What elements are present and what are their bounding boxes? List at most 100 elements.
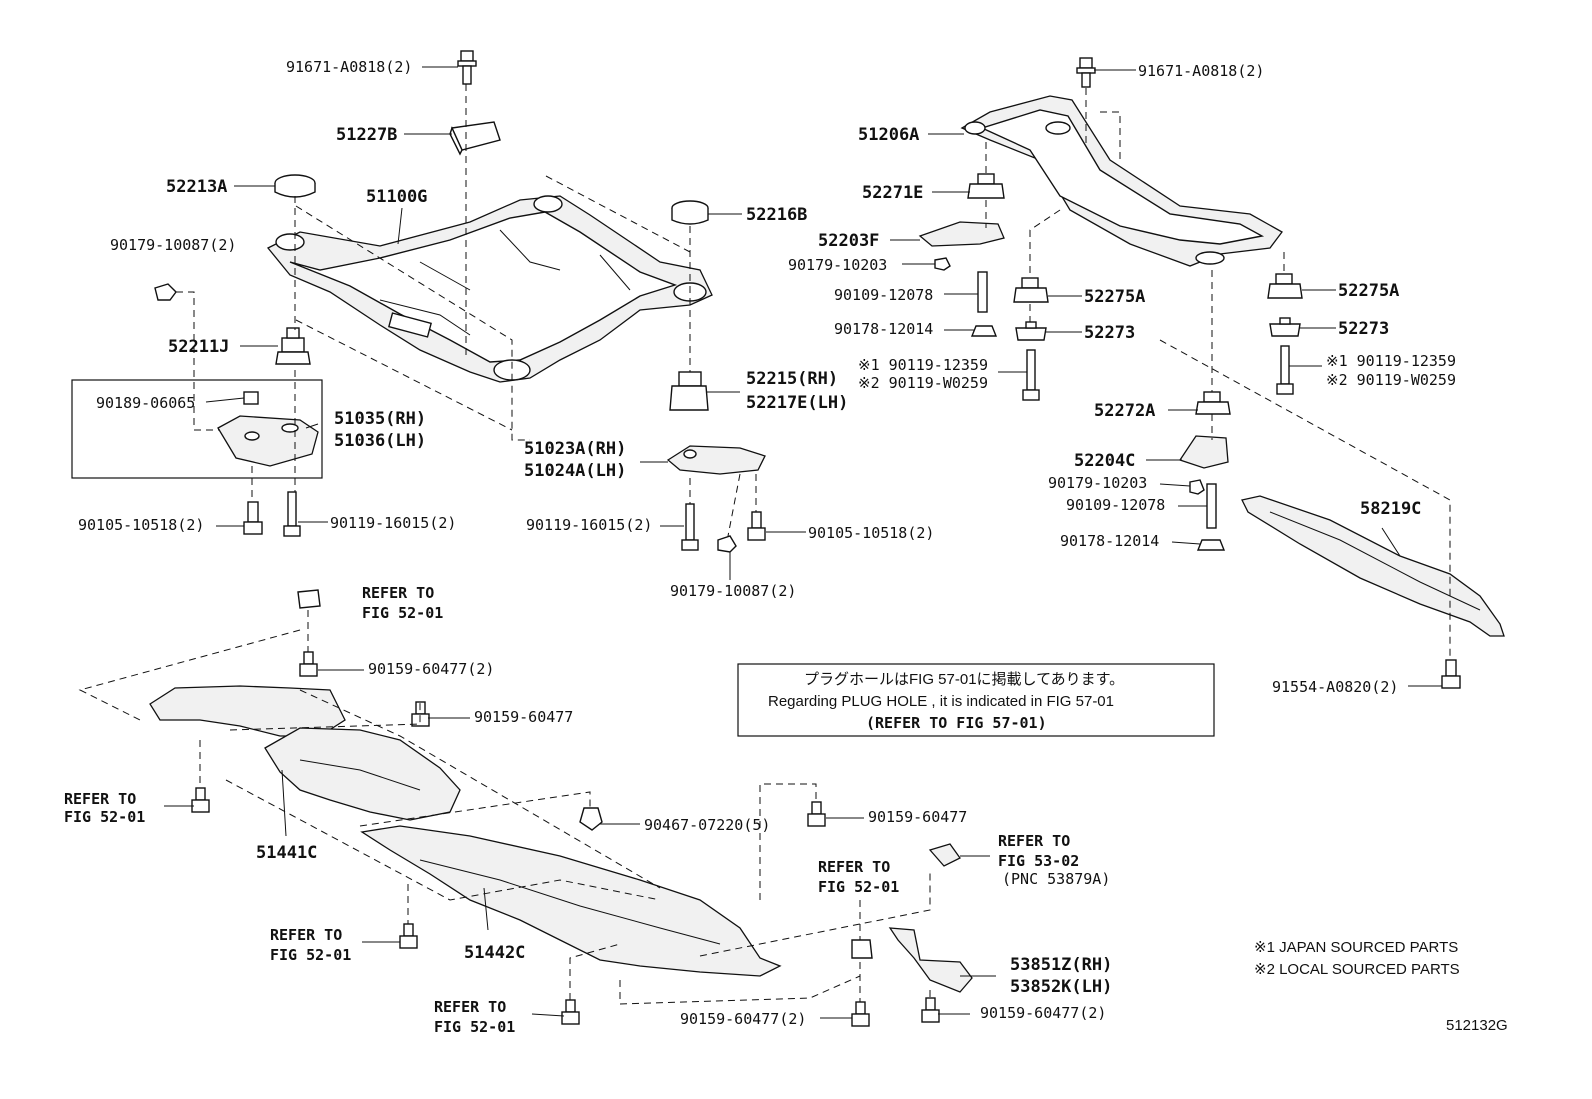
label-90105-mid: 90105-10518(2) [808, 524, 934, 542]
label-58219c: 58219C [1360, 499, 1421, 519]
label-51206a: 51206A [858, 125, 919, 145]
label-53852k: 53852K(LH) [1010, 977, 1112, 997]
label-90109-12078-b: 90109-12078 [1066, 496, 1165, 514]
stud-90109-12078-b[interactable] [1206, 483, 1217, 529]
legend-line-1: ※1 JAPAN SOURCED PARTS [1254, 939, 1458, 956]
brace-58219c[interactable] [1241, 495, 1505, 637]
label-90119-w0259-b: ※2 90119-W0259 [1326, 371, 1456, 389]
cover-51442c[interactable] [360, 825, 782, 977]
clip-refer-right[interactable] [851, 939, 873, 959]
cushion-52273-b[interactable] [1269, 317, 1301, 337]
bolt-90119-16015-left[interactable] [283, 491, 301, 537]
label-52272a: 52272A [1094, 401, 1155, 421]
bracket-52203f[interactable] [918, 221, 1005, 247]
label-51227b: 51227B [336, 125, 397, 145]
bolt-90159-60477-2-top[interactable] [299, 651, 318, 677]
label-52204c: 52204C [1074, 451, 1135, 471]
bolt-90105-mid[interactable] [747, 511, 766, 541]
label-refer-to-1: REFER TO [362, 584, 434, 602]
bracket-53879a[interactable] [928, 843, 961, 867]
cushion-52275a-a[interactable] [1013, 277, 1049, 303]
cushion-52213a[interactable] [274, 174, 316, 198]
nut-90179-10203-a[interactable] [934, 257, 951, 271]
bolt-90119-12359-a[interactable] [1022, 349, 1040, 401]
bolt-91671-right[interactable] [1076, 57, 1096, 88]
bracket-53851z[interactable] [888, 927, 973, 993]
bolt-90119-16015-mid[interactable] [681, 503, 699, 551]
label-refer-to-6: REFER TO [998, 832, 1070, 850]
bolt-90159-60477-2-bot[interactable] [851, 1001, 870, 1027]
label-91671-right: 91671-A0818(2) [1138, 62, 1264, 80]
label-90179-10203-a: 90179-10203 [788, 256, 887, 274]
label-90119-w0259-a: ※2 90119-W0259 [858, 374, 988, 392]
nut-90179-10087-mid[interactable] [717, 535, 737, 553]
bolt-91671-left[interactable] [457, 50, 477, 85]
stopper-group-box [71, 379, 323, 479]
bracket-51227b[interactable] [449, 121, 501, 156]
bracket-51023a[interactable] [666, 445, 766, 475]
bolt-90159-60477-mid[interactable] [807, 801, 826, 827]
label-90467: 90467-07220(5) [644, 816, 770, 834]
bracket-52204c[interactable] [1178, 435, 1229, 469]
label-90179-10087-left: 90179-10087(2) [110, 236, 236, 254]
washer-90178-12014-a[interactable] [970, 325, 998, 337]
label-90105-left: 90105-10518(2) [78, 516, 204, 534]
bolt-90159-60477-2-br[interactable] [921, 997, 940, 1023]
cushion-52211j[interactable] [275, 327, 311, 365]
bolt-refer-bottom[interactable] [561, 999, 580, 1025]
rear-crossmember-51206a[interactable] [960, 95, 1283, 267]
washer-90178-12014-b[interactable] [1196, 539, 1226, 551]
label-52203f: 52203F [818, 231, 879, 251]
clip-refer-top[interactable] [297, 589, 321, 609]
cushion-52272a[interactable] [1195, 391, 1231, 415]
front-crossmember-51100g[interactable] [266, 195, 713, 383]
cushion-52275a-b[interactable] [1267, 273, 1303, 299]
label-51036: 51036(LH) [334, 431, 426, 451]
label-52275a-a: 52275A [1084, 287, 1145, 307]
bolt-90119-12359-b[interactable] [1276, 345, 1294, 395]
cushion-52215[interactable] [669, 371, 709, 411]
label-90159-60477-2-top: 90159-60477(2) [368, 660, 494, 678]
bolt-refer-bottom-left[interactable] [399, 923, 418, 949]
nut-90179-10087-left[interactable] [154, 283, 177, 301]
label-fig-52-01-4: FIG 52-01 [434, 1018, 515, 1036]
label-90119-12359-b: ※1 90119-12359 [1326, 352, 1456, 370]
bolt-91554[interactable] [1441, 659, 1461, 689]
label-51024a: 51024A(LH) [524, 461, 626, 481]
label-90178-12014-b: 90178-12014 [1060, 532, 1159, 550]
label-90189-06065: 90189-06065 [96, 394, 195, 412]
cover-51441c-front[interactable] [149, 685, 346, 737]
label-fig-52-01-5: FIG 52-01 [818, 878, 899, 896]
label-51035: 51035(RH) [334, 409, 426, 429]
label-90159-60477-2-bot: 90159-60477(2) [680, 1010, 806, 1028]
label-51441c: 51441C [256, 843, 317, 863]
cushion-52271e[interactable] [967, 173, 1005, 199]
note-en-line: Regarding PLUG HOLE , it is indicated in… [768, 693, 1114, 710]
label-90119-12359-a: ※1 90119-12359 [858, 356, 988, 374]
label-91671-left: 91671-A0818(2) [286, 58, 412, 76]
stopper-51035[interactable] [217, 415, 319, 467]
cushion-52273-a[interactable] [1015, 321, 1047, 341]
bolt-refer-left[interactable] [191, 787, 210, 813]
diagram-id: 512132G [1446, 1017, 1508, 1034]
label-90179-10203-b: 90179-10203 [1048, 474, 1147, 492]
label-fig-52-01-1: FIG 52-01 [362, 604, 443, 622]
cushion-52216b[interactable] [671, 200, 709, 225]
note-jp-line: プラグホールはFIG 57-01に掲載してあります。 [804, 671, 1124, 688]
clip-90189-06065[interactable] [243, 391, 259, 405]
nut-90179-10203-b[interactable] [1189, 479, 1205, 495]
label-90119-16015-mid: 90119-16015(2) [526, 516, 652, 534]
label-51442c: 51442C [464, 943, 525, 963]
stud-90109-12078-a[interactable] [977, 271, 988, 313]
bolt-90105-left[interactable] [243, 501, 263, 535]
clip-90467[interactable] [579, 807, 603, 831]
label-52215: 52215(RH) [746, 369, 838, 389]
label-52216b: 52216B [746, 205, 807, 225]
label-refer-to-5: REFER TO [818, 858, 890, 876]
label-51100g: 51100G [366, 187, 427, 207]
label-90119-16015-left: 90119-16015(2) [330, 514, 456, 532]
cover-51441c[interactable] [264, 727, 461, 821]
label-52273-b: 52273 [1338, 319, 1389, 339]
label-90159-60477-mid: 90159-60477 [868, 808, 967, 826]
